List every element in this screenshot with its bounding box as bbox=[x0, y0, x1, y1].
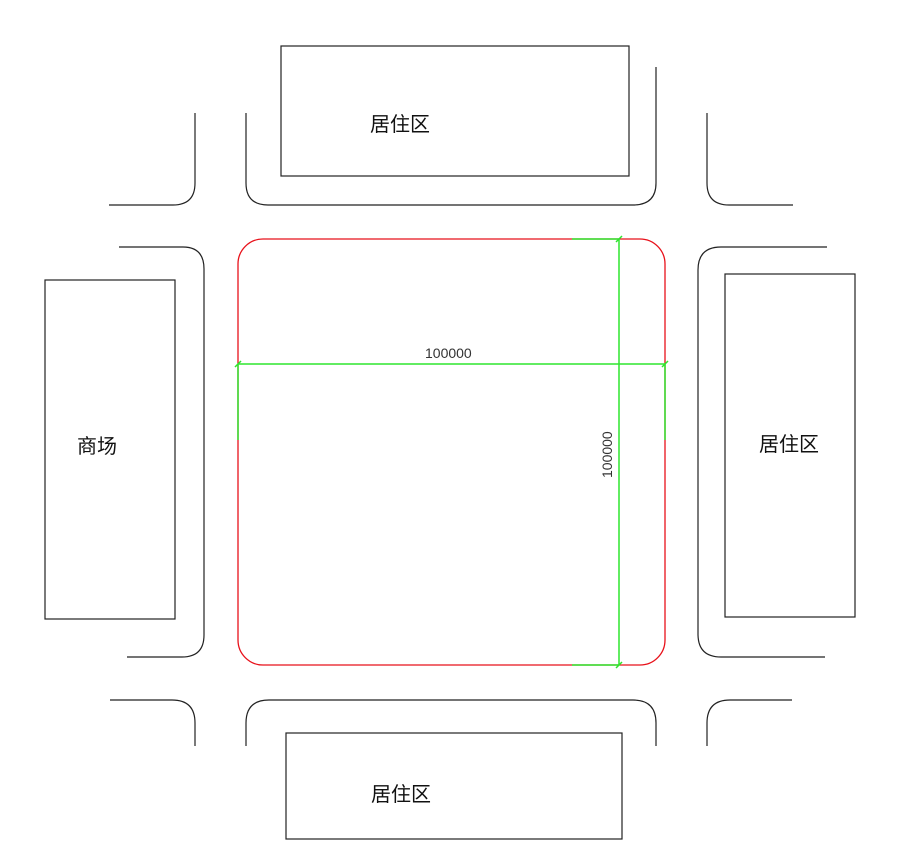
road-curb-left bbox=[119, 246, 205, 658]
block-top-label: 居住区 bbox=[370, 112, 430, 136]
block-left-mall: 商场 bbox=[44, 279, 176, 620]
block-right-residential: 居住区 bbox=[724, 273, 856, 618]
block-bottom-label: 居住区 bbox=[371, 782, 431, 806]
block-left-label: 商场 bbox=[77, 434, 117, 458]
road-curb-bottom-right bbox=[706, 699, 792, 746]
road-curb-top-center bbox=[245, 67, 657, 206]
road-curb-right bbox=[697, 246, 827, 658]
block-right-label: 居住区 bbox=[759, 432, 819, 456]
block-bottom-residential: 居住区 bbox=[285, 732, 623, 840]
central-plaza-boundary bbox=[237, 238, 666, 666]
dimension-vertical: 100000 bbox=[572, 235, 623, 669]
road-curb-bottom-center bbox=[245, 699, 657, 746]
dimension-horizontal-label: 100000 bbox=[425, 345, 472, 361]
dimension-vertical-label: 100000 bbox=[599, 431, 615, 478]
dimension-horizontal: 100000 bbox=[234, 345, 669, 440]
block-top-residential: 居住区 bbox=[280, 45, 630, 177]
road-curb-bottom-left bbox=[110, 699, 196, 746]
road-curb-top-right bbox=[706, 113, 793, 206]
road-curb-top-left bbox=[109, 113, 196, 206]
